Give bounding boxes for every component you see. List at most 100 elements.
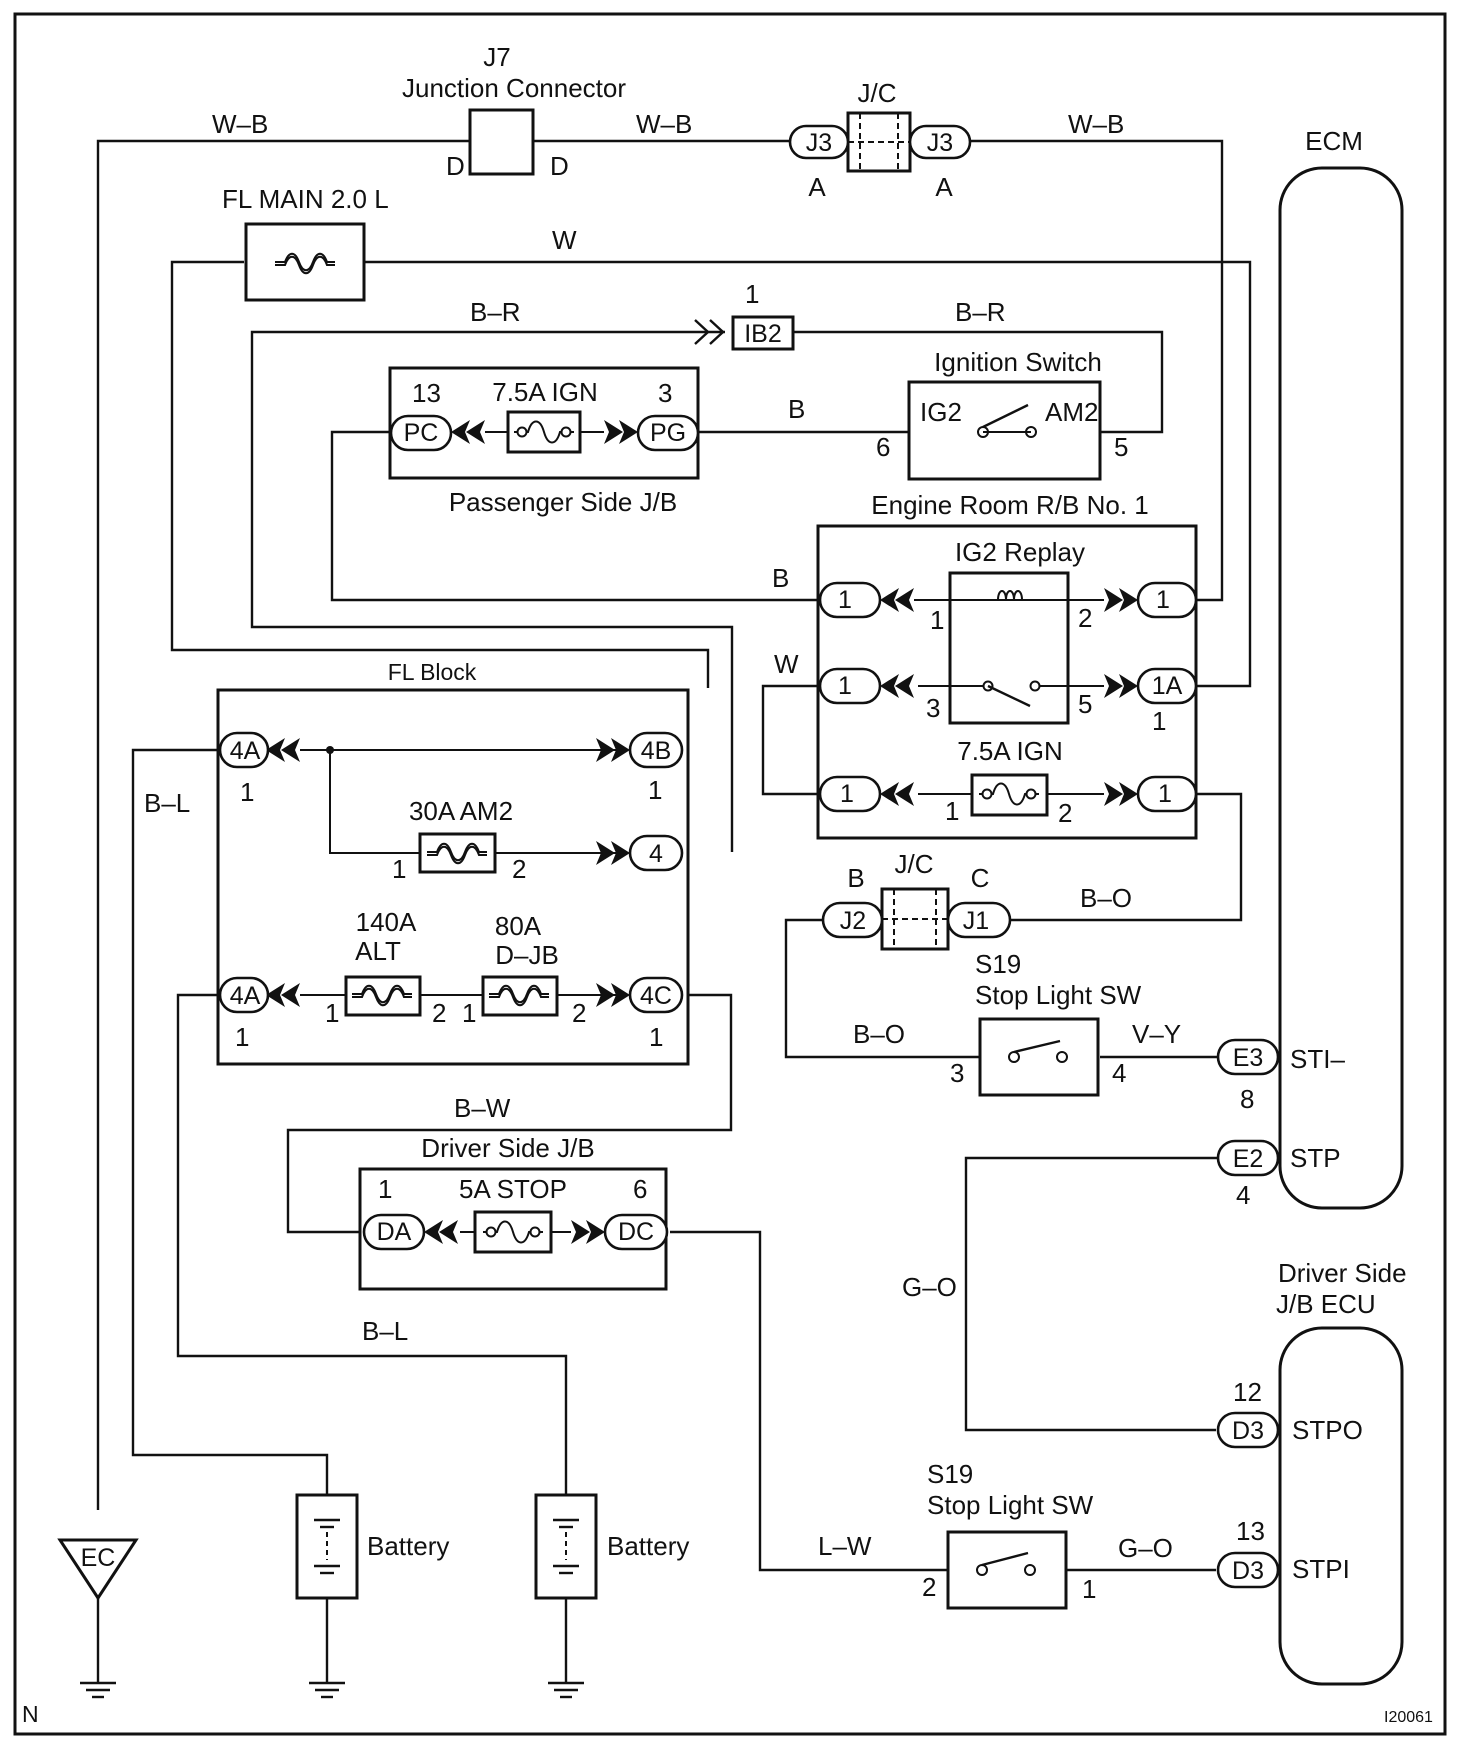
errb-pin-2: 2: [1078, 603, 1092, 633]
errb-pin-4: 5: [1078, 689, 1092, 719]
errb-conn-3: 1: [840, 780, 854, 808]
passenger-side-jb: PC PG 13 3 7.5A IGN Passenger Side J/B: [388, 366, 700, 517]
fl-pin-4: 2: [512, 854, 526, 884]
wire-w-relay: W: [774, 649, 799, 679]
jb-ecu-term-stpo: STPO: [1292, 1415, 1363, 1445]
ground-ec-label: EC: [81, 1544, 116, 1572]
jb-ecu-name-a: Driver Side: [1278, 1258, 1407, 1288]
djb-pin-right: 6: [633, 1174, 647, 1204]
djb-pin-left: 1: [378, 1174, 392, 1204]
fl-block-name: FL Block: [388, 659, 477, 685]
pjb-pin-right: 3: [658, 378, 672, 408]
stop-light-sw-upper: S19 Stop Light SW 3 4: [950, 949, 1142, 1097]
jc-top: J3 J3 J/C A A: [788, 78, 972, 202]
fl-pin-10: 1: [649, 1022, 663, 1052]
wire-br-right: B–R: [955, 297, 1006, 327]
errb-conn-1: 1: [838, 586, 852, 614]
fl-conn-4a-top: 4A: [230, 737, 261, 765]
wire-bo-left: B–O: [853, 1019, 905, 1049]
jb-ecu-pin-stpi: 13: [1236, 1516, 1265, 1546]
engine-room-rb: Engine Room R/B No. 1 IG2 Replay 7.5A IG…: [816, 490, 1198, 840]
fl-conn-4: 4: [649, 840, 663, 868]
wire-wb-left: W–B: [212, 109, 268, 139]
errb-conn-6: 1: [1158, 780, 1172, 808]
jc-top-conn-left: J3: [806, 129, 832, 157]
jc-top-pin-right: A: [935, 172, 953, 202]
jb-ecu-conn-stpi: D3: [1232, 1557, 1264, 1585]
fl-conn-4b: 4B: [641, 737, 672, 765]
ecm-pin-stp: 4: [1236, 1180, 1250, 1210]
ignition-switch: Ignition Switch IG2 AM2 6 5: [876, 347, 1128, 481]
errb-relay: IG2 Replay: [955, 537, 1085, 567]
fl-block: FL Block 30A AM2 140A ALT 80A D–JB 4A: [216, 659, 690, 1066]
ecm-conn-stp: E2: [1233, 1145, 1264, 1173]
ib2-pin: 1: [745, 279, 759, 309]
sw-upper-code: S19: [975, 949, 1021, 979]
errb-conn-5: 1A: [1152, 672, 1183, 700]
sw-lower-name: Stop Light SW: [927, 1490, 1094, 1520]
ground-battery-left: [307, 1663, 347, 1699]
sw-upper-pin-left: 3: [950, 1058, 964, 1088]
errb-conn-2: 1: [838, 672, 852, 700]
wire-wb-mid: W–B: [636, 109, 692, 139]
fl-pin-7: 1: [462, 998, 476, 1028]
fl-pin-1: 1: [240, 777, 254, 807]
ib2-label: IB2: [744, 320, 782, 348]
wire-vy: V–Y: [1132, 1019, 1181, 1049]
pjb-fuse: 7.5A IGN: [492, 377, 598, 407]
ground-ec: EC: [57, 1538, 139, 1699]
j7-pin-right: D: [550, 151, 569, 181]
ecm-term-sti: STI–: [1290, 1044, 1345, 1074]
fl-main-label: FL MAIN 2.0 L: [222, 184, 389, 214]
djb-name: Driver Side J/B: [421, 1133, 594, 1163]
jb-ecu-name-b: J/B ECU: [1276, 1289, 1376, 1319]
errb-pin-6: 1: [945, 796, 959, 826]
errb-fuse: 7.5A IGN: [957, 736, 1063, 766]
fl-pin-6: 2: [432, 998, 446, 1028]
battery-left: Battery: [295, 1493, 449, 1600]
fl-fuse-alt-a: 140A: [356, 907, 417, 937]
junction-connector-j7: J7 Junction Connector D D: [402, 42, 626, 181]
sw-upper-name: Stop Light SW: [975, 980, 1142, 1010]
ign-sw-term-right: AM2: [1045, 397, 1098, 427]
fl-fuse-alt-b: ALT: [355, 936, 401, 966]
ecm-conn-sti: E3: [1233, 1044, 1264, 1072]
ecm: ECM E3 E2 STI– STP 8 4: [1216, 126, 1404, 1210]
stop-light-sw-lower: S19 Stop Light SW 2 1: [922, 1459, 1096, 1610]
pjb-conn-right: PG: [650, 419, 686, 447]
wire-bl-left: B–L: [144, 788, 190, 818]
jb-ecu-pin-stpo: 12: [1233, 1377, 1262, 1407]
wire-color-labels: W–B W–B W–B W B–R B–R B W B–L B–W B–L B–…: [144, 109, 1181, 1563]
djb-fuse: 5A STOP: [459, 1174, 567, 1204]
jb-ecu: Driver Side J/B ECU D3 D3 STPO STPI 12 1…: [1216, 1258, 1407, 1686]
wire-wb-right: W–B: [1068, 109, 1124, 139]
sw-lower-pin-right: 1: [1082, 1574, 1096, 1604]
j7-code: J7: [483, 42, 510, 72]
jc-mid-pin-right: C: [971, 863, 990, 893]
djb-conn-right: DC: [618, 1218, 654, 1246]
ign-sw-name: Ignition Switch: [934, 347, 1102, 377]
fl-pin-5: 1: [325, 998, 339, 1028]
wire-network: [96, 139, 1252, 1665]
fl-fuse-am2: 30A AM2: [409, 796, 513, 826]
sw-upper-pin-right: 4: [1112, 1058, 1126, 1088]
fl-conn-4c: 4C: [640, 982, 672, 1010]
j7-name: Junction Connector: [402, 73, 626, 103]
jc-top-label: J/C: [858, 78, 897, 108]
ib2-connector: IB2 1: [694, 279, 795, 351]
jc-mid: J2 J1 J/C B C: [821, 849, 1012, 951]
battery-right: Battery: [534, 1493, 689, 1600]
wire-bw: B–W: [454, 1093, 511, 1123]
errb-pin-5: 1: [1152, 706, 1166, 736]
ign-sw-pin-left: 6: [876, 432, 890, 462]
jb-ecu-term-stpi: STPI: [1292, 1554, 1350, 1584]
wire-go-bottom: G–O: [1118, 1533, 1173, 1563]
sw-lower-pin-left: 2: [922, 1572, 936, 1602]
djb-conn-left: DA: [377, 1218, 412, 1246]
jc-mid-conn-left: J2: [840, 907, 866, 935]
sw-lower-code: S19: [927, 1459, 973, 1489]
fl-pin-9: 1: [235, 1022, 249, 1052]
ecm-name: ECM: [1305, 126, 1363, 156]
ign-sw-pin-right: 5: [1114, 432, 1128, 462]
